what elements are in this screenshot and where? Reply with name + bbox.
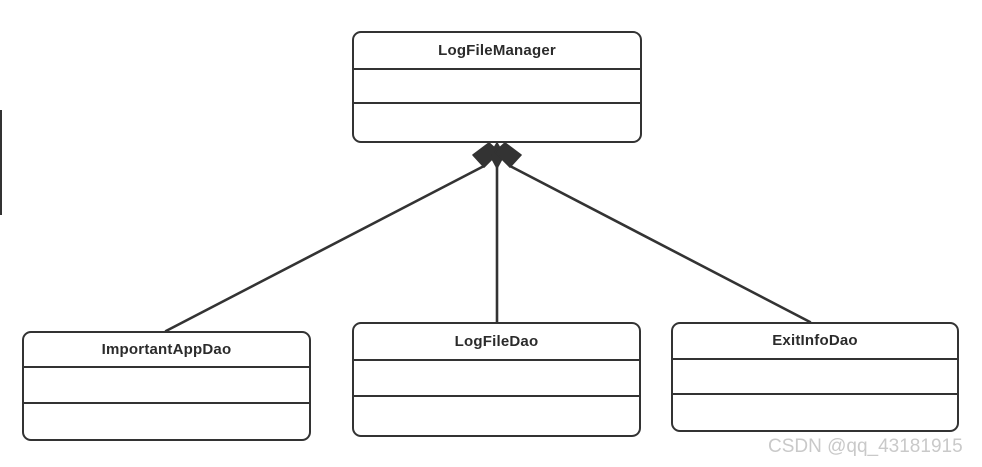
uml-operations-log-file-dao [354,397,639,435]
uml-operations-log-file-manager [354,104,640,141]
uml-attributes-log-file-dao [354,361,639,398]
uml-attributes-exit-info-dao [673,360,957,396]
uml-class-log-file-manager[interactable]: LogFileManager [352,31,642,143]
uml-operations-important-app-dao [24,404,309,439]
composition-diamond-exit-info-dao [494,142,522,168]
uml-class-log-file-dao[interactable]: LogFileDao [352,322,641,437]
uml-class-name-important-app-dao: ImportantAppDao [24,333,309,368]
relationship-line-exit-info-dao [508,164,812,324]
csdn-watermark: CSDN @qq_43181915 [768,436,963,457]
uml-class-exit-info-dao[interactable]: ExitInfoDao [671,322,959,432]
relationship-composition-log-file-dao[interactable] [489,142,505,324]
uml-class-important-app-dao[interactable]: ImportantAppDao [22,331,311,441]
uml-operations-exit-info-dao [673,395,957,430]
relationship-composition-important-app-dao[interactable] [164,142,500,333]
uml-attributes-important-app-dao [24,368,309,405]
uml-class-name-log-file-manager: LogFileManager [354,33,640,70]
uml-class-name-exit-info-dao: ExitInfoDao [673,324,957,360]
uml-class-name-log-file-dao: LogFileDao [354,324,639,361]
uml-attributes-log-file-manager [354,70,640,105]
relationship-composition-exit-info-dao[interactable] [494,142,812,324]
relationship-line-important-app-dao [164,164,486,333]
left-edge-artifact [0,110,2,215]
